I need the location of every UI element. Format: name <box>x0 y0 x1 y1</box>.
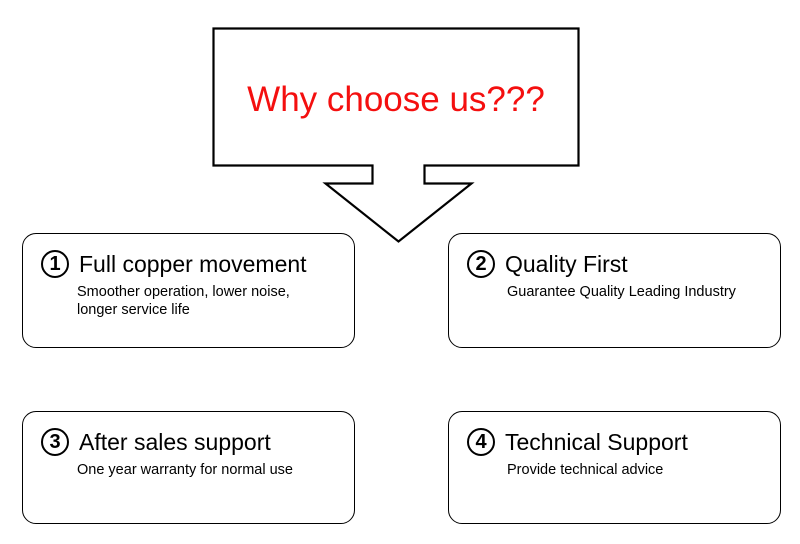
feature-card-1-title: Full copper movement <box>79 250 307 277</box>
number-badge-4: 4 <box>467 428 495 456</box>
banner-outline-shape <box>212 27 580 243</box>
feature-card-3-title: After sales support <box>79 428 271 455</box>
feature-card-1[interactable]: 1 Full copper movement Smoother operatio… <box>22 233 355 348</box>
feature-card-2-title: Quality First <box>505 250 628 277</box>
feature-card-1-header: 1 Full copper movement <box>41 250 307 278</box>
feature-card-4[interactable]: 4 Technical Support Provide technical ad… <box>448 411 781 524</box>
feature-card-4-title: Technical Support <box>505 428 688 455</box>
feature-card-3[interactable]: 3 After sales support One year warranty … <box>22 411 355 524</box>
banner-title: Why choose us??? <box>247 80 545 119</box>
number-badge-1: 1 <box>41 250 69 278</box>
feature-card-2-description: Guarantee Quality Leading Industry <box>507 284 736 300</box>
banner-arrow-path <box>212 27 580 243</box>
feature-card-3-description: One year warranty for normal use <box>77 462 293 478</box>
feature-card-4-description: Provide technical advice <box>507 462 664 478</box>
feature-card-4-header: 4 Technical Support <box>467 428 688 456</box>
feature-card-2-header: 2 Quality First <box>467 250 628 278</box>
feature-card-3-header: 3 After sales support <box>41 428 271 456</box>
feature-card-1-description: Smoother operation, lower noise, longer … <box>77 284 290 318</box>
number-badge-3: 3 <box>41 428 69 456</box>
feature-card-2[interactable]: 2 Quality First Guarantee Quality Leadin… <box>448 233 781 348</box>
number-badge-2: 2 <box>467 250 495 278</box>
why-choose-us-banner: Why choose us??? <box>206 22 586 248</box>
